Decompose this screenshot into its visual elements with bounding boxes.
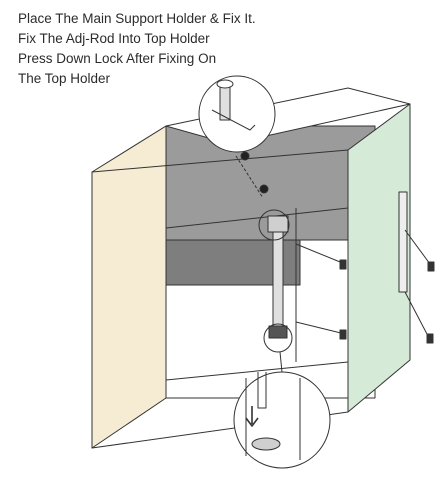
bottom-lock-callout-circle [263, 323, 293, 353]
instruction-line-4: The Top Holder [18, 71, 111, 86]
callout-dot-1 [240, 151, 250, 161]
lock-rod-outline [257, 372, 267, 409]
instruction-line-1: Place The Main Support Holder & Fix It. [18, 11, 256, 26]
support-bracket [398, 191, 408, 293]
bracket-foot-upper [427, 261, 435, 272]
down-arrow-icon [245, 406, 259, 427]
top-holder-callout-circle [258, 209, 290, 241]
instruction-line-2: Fix The Adj-Rod Into Top Holder [18, 31, 210, 46]
bracket-foot-lower [426, 333, 434, 344]
cabinet-left-side-panel [91, 125, 167, 449]
cabinet-front-frame [91, 149, 349, 449]
rod-top-clip [267, 215, 289, 233]
top-holder-detail [198, 75, 276, 153]
top-holder-cap [216, 79, 234, 89]
top-holder-clip [211, 109, 256, 131]
rod-bottom-lock [268, 325, 288, 339]
front-frame-inner-top [165, 207, 349, 229]
leg-foot-upper [339, 259, 347, 270]
callout-dot-2 [259, 184, 269, 194]
lock-base-plate [251, 437, 281, 451]
callout-link-bottom [279, 351, 283, 373]
callout-link-top [235, 155, 264, 199]
instruction-list: Place The Main Support Holder & Fix It. … [18, 9, 256, 89]
adjustable-rod [272, 231, 284, 329]
leg-foot-lower [339, 329, 347, 340]
instruction-line-3: Press Down Lock After Fixing On [18, 51, 217, 66]
front-frame-inner-bottom [165, 361, 349, 381]
